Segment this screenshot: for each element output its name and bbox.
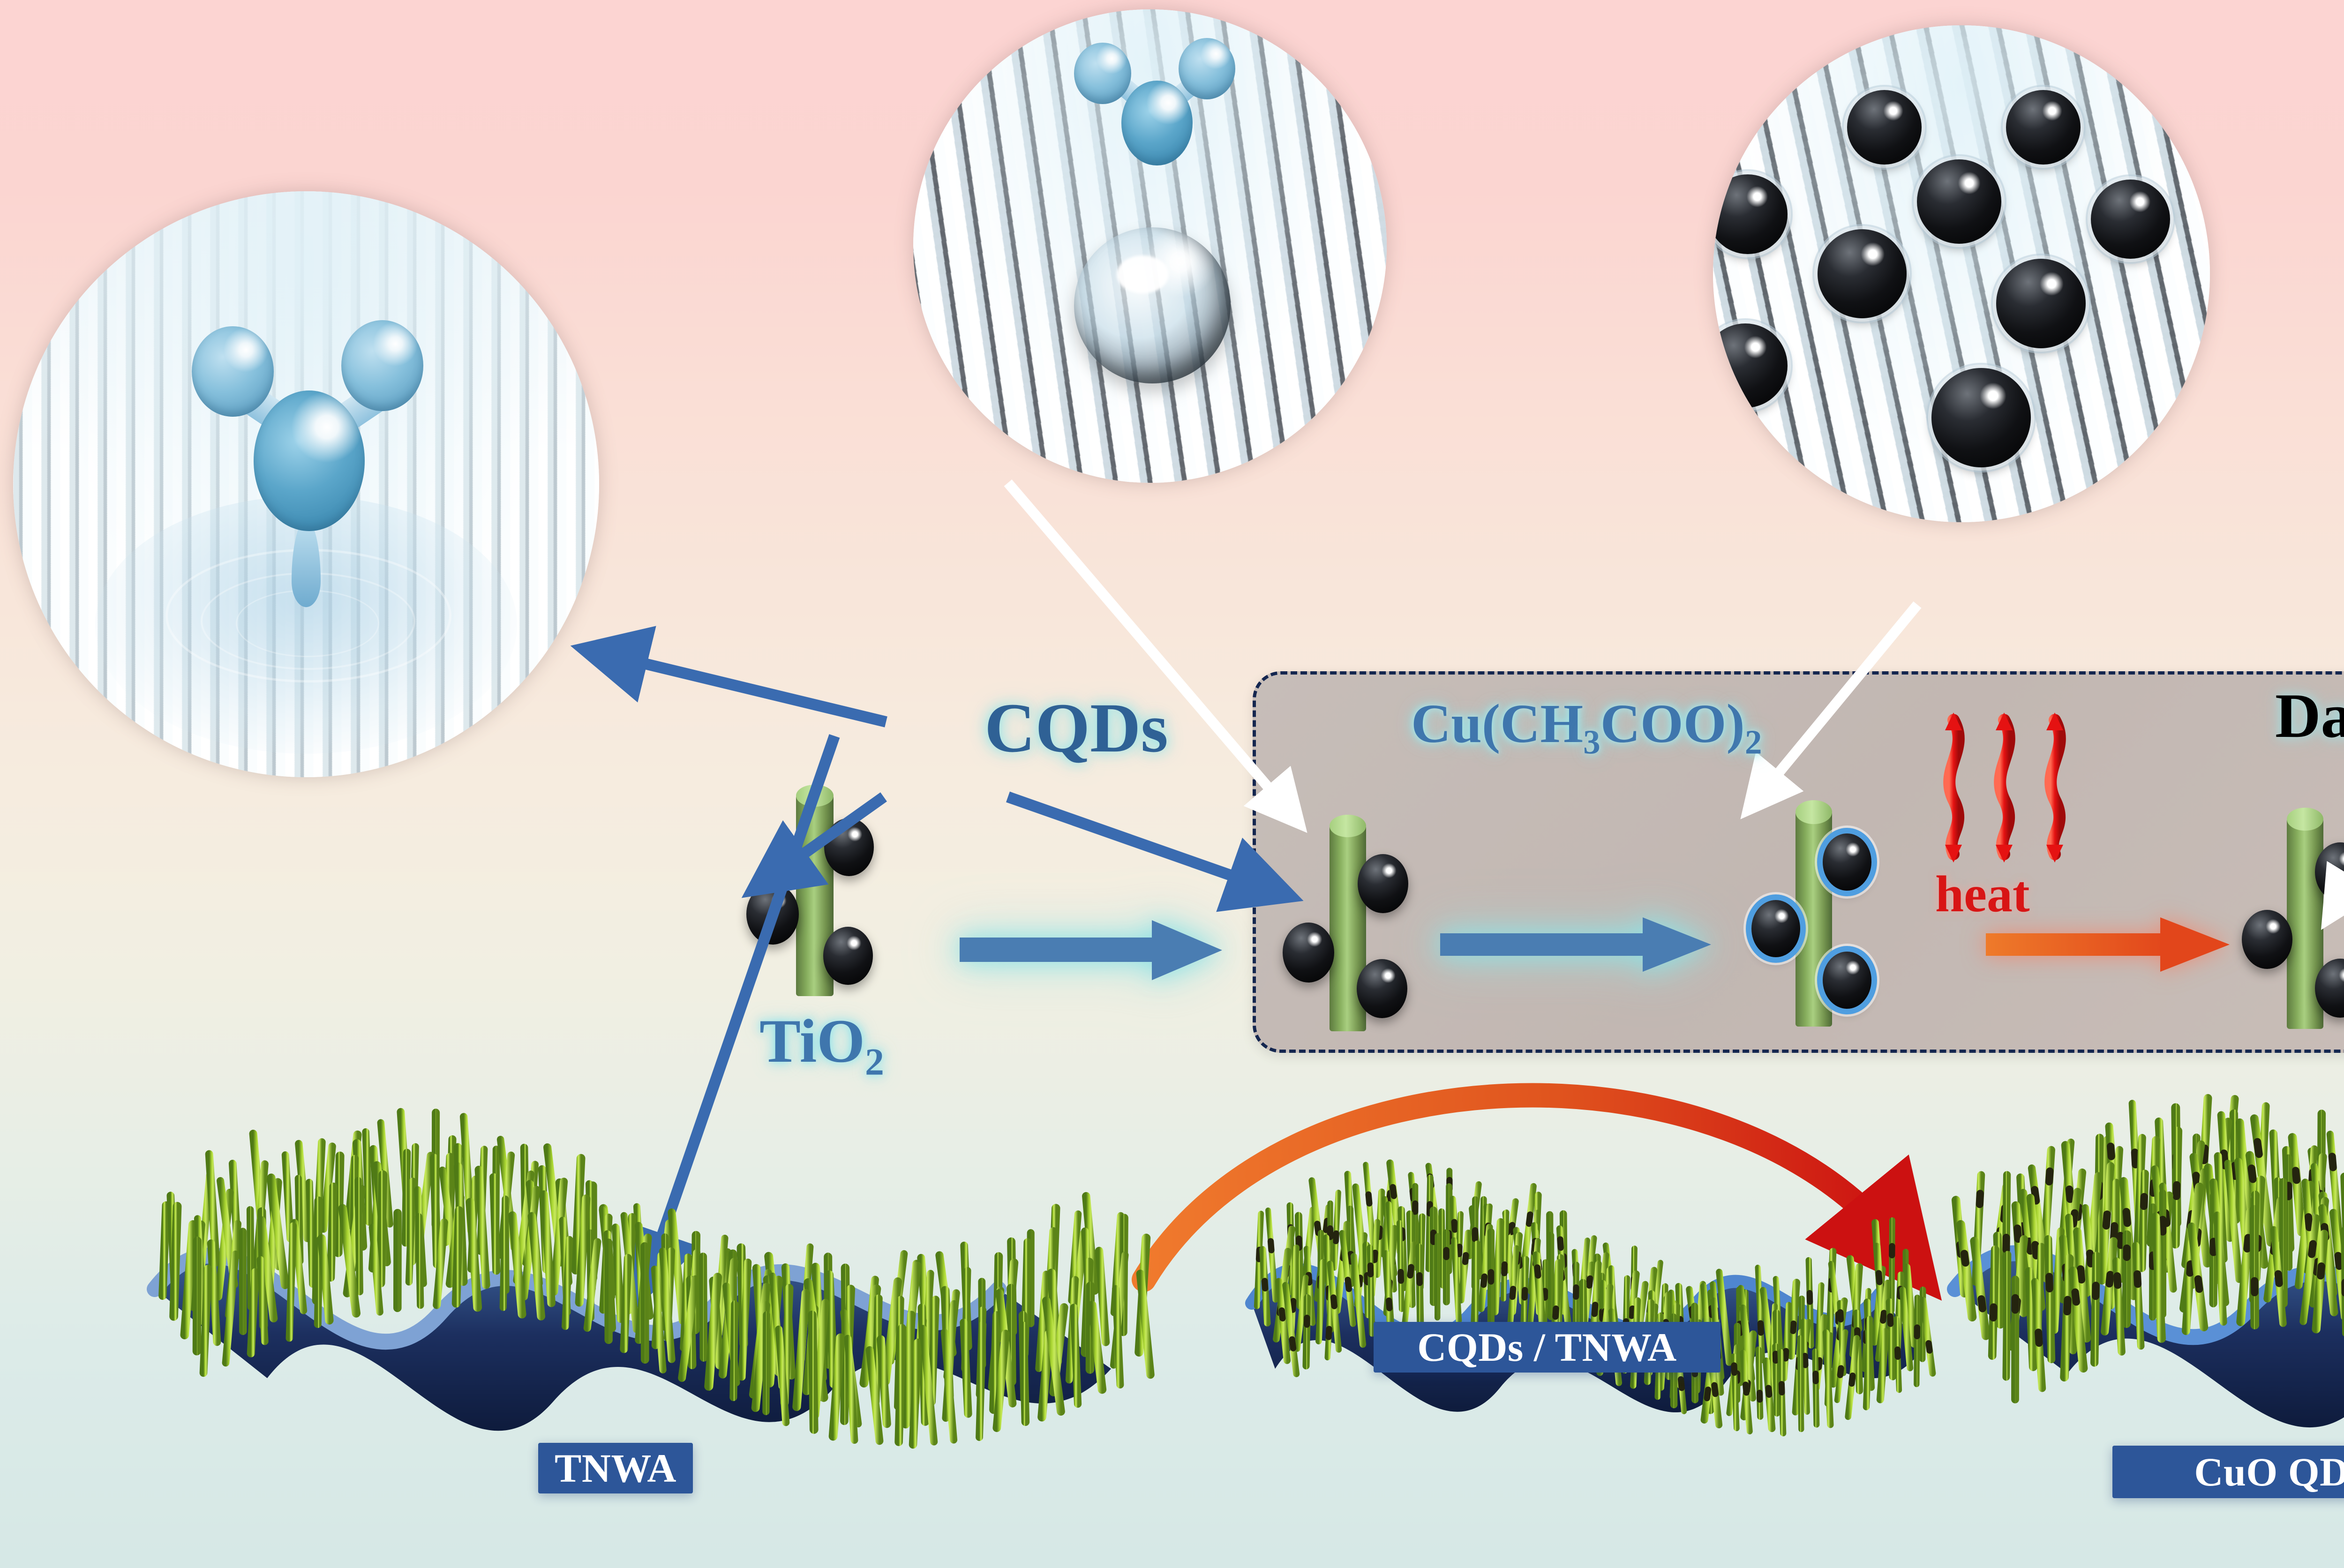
precursor-sub-3: 3: [1583, 723, 1600, 761]
tag-cqds-tnwa: CQDs / TNWA: [1374, 1322, 1720, 1373]
heat-label: heat: [1935, 868, 2030, 920]
precursor-part1: Cu(CH: [1411, 693, 1583, 754]
tag-tnwa: TNWA: [538, 1443, 693, 1493]
tio2-subscript: 2: [865, 1040, 884, 1083]
tio2-label: TiO2: [759, 1010, 884, 1081]
precursor-part2: COO): [1600, 693, 1745, 754]
tag-cuo-qds-tnwa: CuO QDs / TNWA: [2112, 1446, 2344, 1498]
cqds-label: CQDs: [984, 693, 1168, 763]
tio2-text: TiO: [759, 1006, 865, 1075]
arrow-inset3-to-rod: [1763, 605, 1917, 792]
slab-cqds-tnwa: [1238, 1116, 1941, 1472]
slab-cuo-qds-tnwa: [1936, 1045, 2344, 1514]
inset-callout-arrows: [0, 0, 2344, 1125]
precursor-sub-2: 2: [1745, 723, 1762, 761]
copper-precursor-label: Cu(CH3COO)2: [1411, 696, 1762, 759]
dark-label: Dark: [2275, 684, 2344, 748]
